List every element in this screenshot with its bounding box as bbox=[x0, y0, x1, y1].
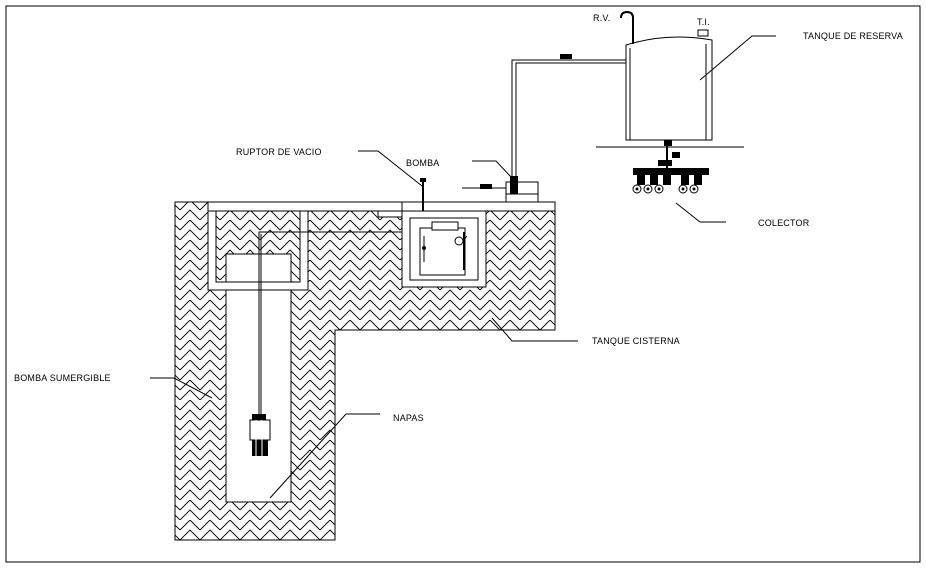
label-tanque-reserva: TANQUE DE RESERVA bbox=[803, 31, 903, 41]
label-ruptor-de-vacio: RUPTOR DE VACIO bbox=[236, 147, 322, 157]
label-ti: T.I. bbox=[697, 17, 710, 27]
surface-pump bbox=[462, 176, 539, 203]
cistern-tank bbox=[377, 202, 487, 288]
submersible-discharge-pipe bbox=[258, 231, 402, 418]
colector-manifold bbox=[632, 146, 709, 194]
label-bomba-sumergible: BOMBA SUMERGIBLE bbox=[14, 373, 111, 383]
rising-pipe bbox=[511, 59, 628, 176]
label-rv: R.V. bbox=[593, 13, 610, 23]
label-napas: NAPAS bbox=[393, 413, 424, 423]
float-switch bbox=[422, 232, 468, 270]
slab-top bbox=[207, 201, 556, 212]
drawing-frame bbox=[5, 5, 921, 563]
vacuum-breaker bbox=[420, 178, 426, 211]
vent-pipe bbox=[620, 10, 634, 44]
reserve-tank bbox=[596, 29, 744, 148]
label-bomba: BOMBA bbox=[406, 158, 440, 168]
label-tanque-cisterna: TANQUE CISTERNA bbox=[592, 336, 680, 346]
label-colector: COLECTOR bbox=[758, 218, 810, 228]
leader-lines bbox=[150, 35, 776, 499]
submersible-pump bbox=[249, 414, 271, 456]
